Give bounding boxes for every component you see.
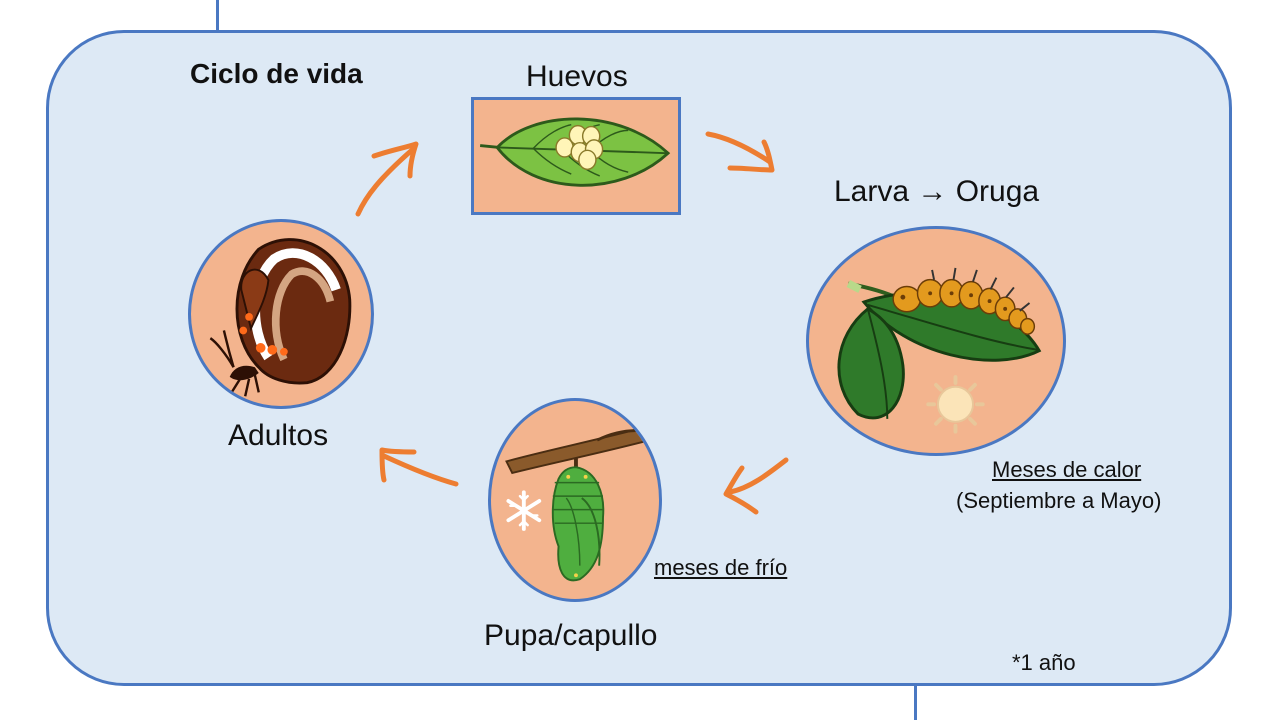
stage-label-larva: Larva → Oruga	[834, 175, 1040, 208]
stage-label-eggs: Huevos	[526, 60, 628, 93]
caterpillar-icon	[837, 267, 1042, 434]
larva-stage-image	[806, 226, 1066, 456]
stage-label-adults: Adultos	[228, 419, 329, 452]
bottom-connector-line	[914, 686, 917, 720]
pupa-stage-image	[488, 398, 662, 602]
leaf-with-eggs-icon	[479, 117, 671, 187]
warm-months-label: Meses de calor	[992, 457, 1142, 482]
cold-months-label: meses de frío	[654, 555, 788, 580]
chrysalis-icon	[505, 423, 659, 582]
eggs-stage-image	[471, 97, 681, 215]
stage-label-pupa: Pupa/capullo	[484, 619, 658, 652]
warm-period-label: (Septiembre a Mayo)	[956, 488, 1162, 513]
top-connector-line	[216, 0, 219, 31]
adults-stage-image	[188, 219, 374, 409]
cycle-duration-note: *1 año	[1012, 650, 1076, 675]
diagram-title: Ciclo de vida	[190, 58, 363, 89]
butterfly-icon	[209, 238, 352, 397]
